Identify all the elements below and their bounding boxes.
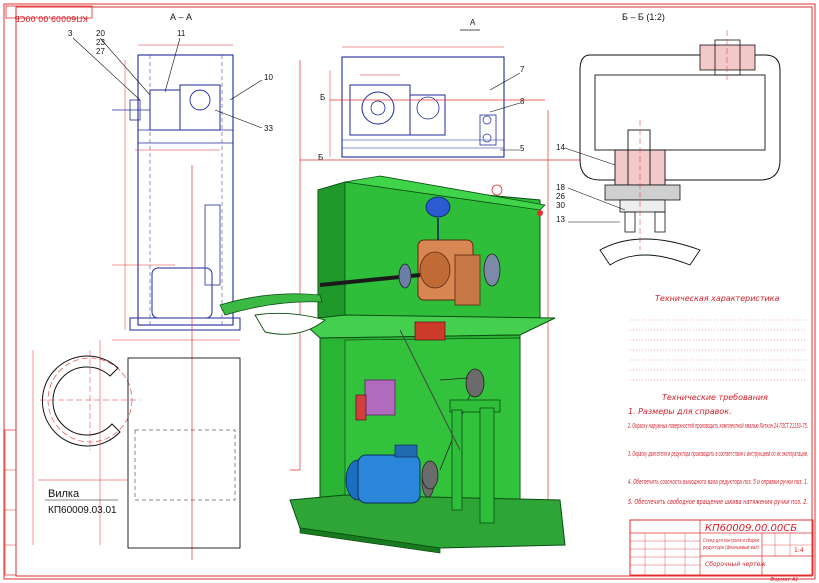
svg-text:26: 26 (556, 192, 565, 201)
drawing-frame (15, 6, 813, 577)
green-3d-assembly (219, 175, 566, 554)
tech-characteristics: Техническая характеристика (630, 294, 805, 381)
svg-text:18: 18 (556, 183, 565, 192)
requirement-2: 2. Окраску наружных поверхностей произво… (628, 422, 808, 430)
title-block-code: КП60009.00.00СБ (705, 523, 797, 534)
title-block-sheet-type: Сборочный чертеж (705, 561, 766, 568)
title-block-name-line2: редуктора (фланцевый вал) (702, 545, 759, 551)
title-block: КП60009.00.00СБ Стенд для контроля и сбо… (629, 519, 814, 583)
svg-text:27: 27 (96, 47, 105, 56)
tech-requirements: Технические требования 1. Размеры для сп… (628, 393, 808, 506)
svg-text:30: 30 (556, 201, 565, 210)
section-aa-view: А – А 3 20 23 27 11 10 33 (68, 12, 273, 341)
requirement-1: 1. Размеры для справок. (628, 407, 732, 416)
rotated-stamp: КП60009.00.00СБ (5, 5, 93, 23)
svg-text:Б: Б (318, 153, 323, 162)
view-a-label: А (470, 18, 476, 27)
svg-text:10: 10 (264, 73, 273, 82)
svg-text:Б: Б (320, 93, 325, 102)
fork-label: Вилка (48, 488, 80, 500)
svg-text:33: 33 (264, 124, 273, 133)
svg-text:13: 13 (556, 215, 565, 224)
requirement-3: 3. Окраску двигателя и редуктора произво… (628, 450, 808, 458)
title-block-scale: 1:4 (794, 547, 804, 554)
tech-characteristics-heading: Техническая характеристика (655, 294, 780, 303)
svg-text:20: 20 (96, 29, 105, 38)
section-bb-view: Б – Б (1:2) 14 18 26 30 13 (556, 12, 781, 266)
svg-text:3: 3 (68, 29, 73, 38)
left-binding-strip (4, 429, 17, 576)
projection-lines (191, 60, 580, 560)
svg-text:14: 14 (556, 143, 565, 152)
title-block-name-line1: Стенд для контроля и сборки (703, 538, 759, 544)
svg-text:11: 11 (177, 29, 186, 38)
tech-requirements-heading: Технические требования (662, 393, 768, 402)
svg-text:7: 7 (520, 65, 525, 74)
section-aa-title: А – А (170, 12, 192, 22)
requirement-5: 5. Обеспечить свободное вращение шкива н… (628, 498, 808, 506)
svg-text:8: 8 (520, 97, 525, 106)
fork-code: КП60009.03.01 (48, 505, 117, 516)
svg-text:5: 5 (520, 144, 525, 153)
requirement-4: 4. Обеспечить соосность выходного вала р… (628, 478, 808, 486)
fork-view: Вилка КП60009.03.01 (32, 340, 241, 549)
svg-text:КП60009.00.00СБ: КП60009.00.00СБ (14, 14, 88, 23)
title-block-format: Формат А1 (770, 577, 798, 583)
section-bb-title: Б – Б (1:2) (622, 12, 665, 22)
svg-text:23: 23 (96, 38, 105, 47)
top-front-view: А 7 8 5 Б Б (318, 18, 525, 162)
